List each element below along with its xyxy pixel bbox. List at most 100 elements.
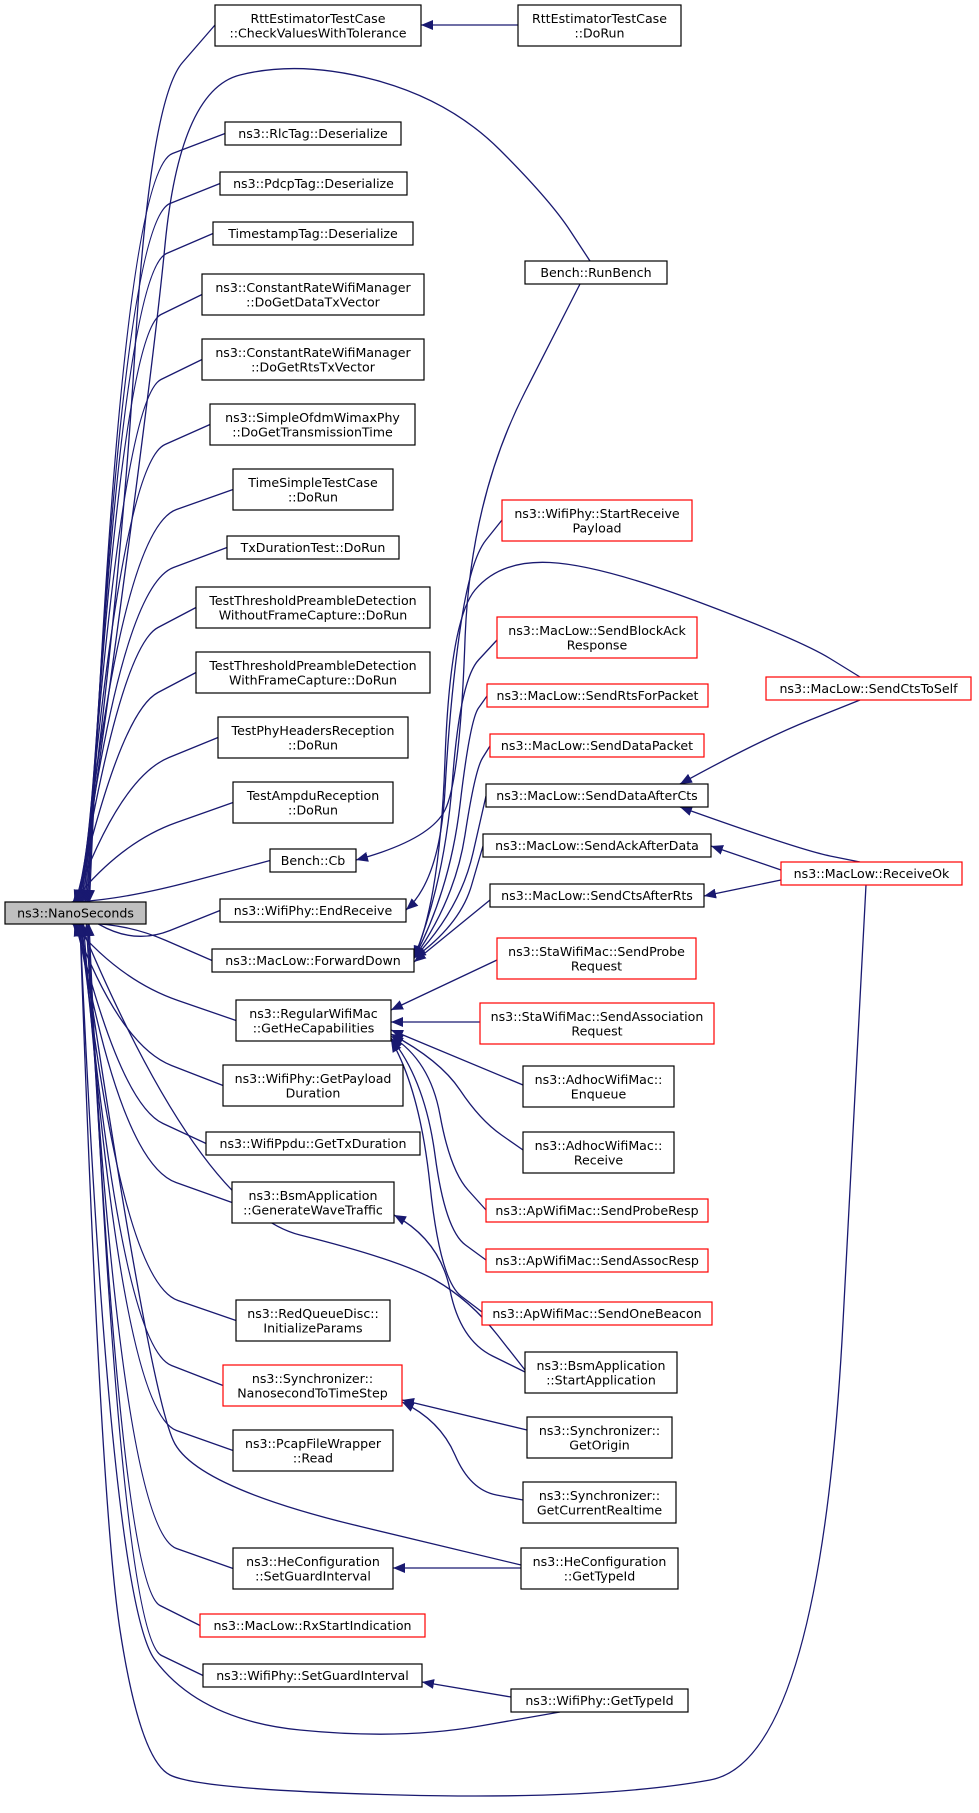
node-box bbox=[219, 171, 408, 196]
node-ttpd-without[interactable]: TestThresholdPreambleDetectionWithoutFra… bbox=[195, 586, 431, 629]
node-testphyheaders[interactable]: TestPhyHeadersReception::DoRun bbox=[217, 716, 409, 759]
node-maclow-forwarddown[interactable]: ns3::MacLow::ForwardDown bbox=[211, 948, 415, 973]
node-label: Request bbox=[571, 958, 622, 973]
node-label: TestThresholdPreambleDetection bbox=[208, 658, 416, 673]
node-ap-onebeacon[interactable]: ns3::ApWifiMac::SendOneBeacon bbox=[481, 1301, 713, 1326]
node-box bbox=[231, 1181, 395, 1224]
node-box bbox=[211, 948, 415, 973]
node-label: Duration bbox=[286, 1085, 341, 1100]
node-box bbox=[199, 1613, 426, 1638]
node-heconfig-gettypeid[interactable]: ns3::HeConfiguration::GetTypeId bbox=[520, 1547, 679, 1590]
edge-nanoseconds-to-crwm-rts bbox=[79, 358, 203, 903]
node-wifiphy-endreceive[interactable]: ns3::WifiPhy::EndReceive bbox=[219, 898, 407, 923]
node-heconfig-setguard[interactable]: ns3::HeConfiguration::SetGuardInterval bbox=[232, 1547, 394, 1590]
node-box bbox=[485, 783, 709, 808]
node-maclow-senddataaftercts[interactable]: ns3::MacLow::SendDataAfterCts bbox=[485, 783, 709, 808]
node-pcap-read[interactable]: ns3::PcapFileWrapper::Read bbox=[232, 1429, 394, 1472]
edge-nanoseconds-to-rlctag-deser bbox=[84, 132, 226, 903]
node-box bbox=[4, 901, 147, 925]
node-nanoseconds[interactable]: ns3::NanoSeconds bbox=[4, 901, 147, 925]
node-sync-getcurrent[interactable]: ns3::Synchronizer::GetCurrentRealtime bbox=[522, 1481, 677, 1524]
node-label: ::DoGetRtsTxVector bbox=[251, 359, 376, 374]
edge-nanoseconds-to-simpleofdm bbox=[78, 423, 211, 903]
node-pdcptag-deser[interactable]: ns3::PdcpTag::Deserialize bbox=[219, 171, 408, 196]
node-txduration[interactable]: TxDurationTest::DoRun bbox=[226, 535, 400, 560]
node-label: ::StartApplication bbox=[546, 1372, 656, 1387]
node-crwm-data[interactable]: ns3::ConstantRateWifiManager::DoGetDataT… bbox=[201, 273, 425, 316]
node-box bbox=[212, 221, 414, 246]
node-box bbox=[201, 273, 425, 316]
node-adhoc-receive[interactable]: ns3::AdhocWifiMac::Receive bbox=[522, 1131, 675, 1174]
node-simpleofdm[interactable]: ns3::SimpleOfdmWimaxPhy::DoGetTransmissi… bbox=[209, 403, 416, 446]
node-box bbox=[201, 338, 425, 381]
edge-nanoseconds-to-bsm-start bbox=[79, 923, 526, 1371]
node-timesimple[interactable]: TimeSimpleTestCase::DoRun bbox=[232, 468, 394, 511]
node-wifiphy-gettypeid[interactable]: ns3::WifiPhy::GetTypeId bbox=[510, 1688, 689, 1713]
node-label: InitializeParams bbox=[263, 1320, 362, 1335]
node-maclow-sendctsafterrts[interactable]: ns3::MacLow::SendCtsAfterRts bbox=[489, 883, 705, 908]
edge-nanoseconds-to-wifiphy-setguard bbox=[84, 923, 204, 1677]
node-timestamptag-deser[interactable]: TimestampTag::Deserialize bbox=[212, 221, 414, 246]
node-label: ns3::PdcpTag::Deserialize bbox=[233, 176, 394, 191]
node-box bbox=[202, 1663, 423, 1688]
node-label: ns3::RedQueueDisc:: bbox=[247, 1306, 379, 1321]
node-ap-assocresp[interactable]: ns3::ApWifiMac::SendAssocResp bbox=[485, 1248, 709, 1273]
node-redqueue-init[interactable]: ns3::RedQueueDisc::InitializeParams bbox=[235, 1299, 391, 1342]
node-box bbox=[489, 883, 705, 908]
node-label: ns3::ApWifiMac::SendAssocResp bbox=[495, 1253, 699, 1268]
node-sync-getorigin[interactable]: ns3::Synchronizer::GetOrigin bbox=[526, 1416, 673, 1459]
node-adhoc-enqueue[interactable]: ns3::AdhocWifiMac::Enqueue bbox=[522, 1065, 675, 1108]
node-maclow-sendackafterdata[interactable]: ns3::MacLow::SendAckAfterData bbox=[482, 833, 712, 858]
node-box bbox=[235, 1299, 391, 1342]
node-box bbox=[486, 683, 709, 708]
node-label: ns3::MacLow::SendRtsForPacket bbox=[497, 688, 699, 703]
node-label: RttEstimatorTestCase bbox=[250, 11, 385, 26]
node-testampdu[interactable]: TestAmpduReception::DoRun bbox=[232, 781, 394, 824]
node-box bbox=[235, 999, 392, 1042]
node-maclow-sendrts[interactable]: ns3::MacLow::SendRtsForPacket bbox=[486, 683, 709, 708]
node-ap-proberesp[interactable]: ns3::ApWifiMac::SendProbeResp bbox=[485, 1198, 709, 1223]
node-wifiphy-setguard[interactable]: ns3::WifiPhy::SetGuardInterval bbox=[202, 1663, 423, 1688]
node-rtt-check[interactable]: RttEstimatorTestCase::CheckValuesWithTol… bbox=[214, 4, 422, 47]
node-bench-runbench[interactable]: Bench::RunBench bbox=[524, 260, 668, 285]
node-box bbox=[481, 1301, 713, 1326]
node-maclow-receiveok[interactable]: ns3::MacLow::ReceiveOk bbox=[780, 861, 963, 886]
node-ttpd-with[interactable]: TestThresholdPreambleDetectionWithFrameC… bbox=[195, 651, 431, 694]
node-label: ns3::ConstantRateWifiManager bbox=[215, 345, 411, 360]
node-label: ns3::ConstantRateWifiManager bbox=[215, 280, 411, 295]
node-label: TxDurationTest::DoRun bbox=[240, 540, 386, 555]
node-label: ns3::WifiPhy::GetPayload bbox=[235, 1071, 392, 1086]
node-bsm-start[interactable]: ns3::BsmApplication::StartApplication bbox=[524, 1351, 678, 1394]
node-bench-cb[interactable]: Bench::Cb bbox=[269, 848, 357, 873]
node-bsm-generate[interactable]: ns3::BsmApplication::GenerateWaveTraffic bbox=[231, 1181, 395, 1224]
edge-sync-nanotots-to-sync-getcurrent bbox=[401, 1401, 524, 1501]
edge-nanoseconds-to-ttpd-with bbox=[73, 671, 197, 903]
node-label: NanosecondToTimeStep bbox=[237, 1385, 388, 1400]
edge-regularwifimac-hecap-to-adhoc-enqueue bbox=[390, 1029, 524, 1086]
edge-regularwifimac-hecap-to-stawifimac-probe bbox=[390, 959, 498, 1011]
node-label: Bench::Cb bbox=[281, 853, 346, 868]
node-crwm-rts[interactable]: ns3::ConstantRateWifiManager::DoGetRtsTx… bbox=[201, 338, 425, 381]
node-label: ns3::MacLow::SendCtsToSelf bbox=[779, 681, 958, 696]
edge-maclow-sendctsafterrts-to-maclow-receiveok bbox=[703, 879, 782, 899]
node-box bbox=[479, 1002, 715, 1045]
node-label: Payload bbox=[572, 520, 621, 535]
edge-nanoseconds-to-txduration bbox=[75, 546, 228, 903]
node-label: WithFrameCapture::DoRun bbox=[229, 672, 397, 687]
node-maclow-sendctstoself[interactable]: ns3::MacLow::SendCtsToSelf bbox=[765, 676, 972, 701]
node-maclow-senddata[interactable]: ns3::MacLow::SendDataPacket bbox=[489, 733, 705, 758]
node-wifippdu-txduration[interactable]: ns3::WifiPpdu::GetTxDuration bbox=[205, 1131, 421, 1156]
node-box bbox=[214, 4, 422, 47]
node-maclow-rxstart[interactable]: ns3::MacLow::RxStartIndication bbox=[199, 1613, 426, 1638]
node-box bbox=[195, 586, 431, 629]
node-label: TimestampTag::Deserialize bbox=[227, 226, 398, 241]
node-sync-nanotots[interactable]: ns3::Synchronizer::NanosecondToTimeStep bbox=[222, 1364, 403, 1407]
node-rlctag-deser[interactable]: ns3::RlcTag::Deserialize bbox=[224, 121, 402, 146]
node-regularwifimac-hecap[interactable]: ns3::RegularWifiMac::GetHeCapabilities bbox=[235, 999, 392, 1042]
node-rtt-dorun[interactable]: RttEstimatorTestCase::DoRun bbox=[517, 4, 682, 47]
